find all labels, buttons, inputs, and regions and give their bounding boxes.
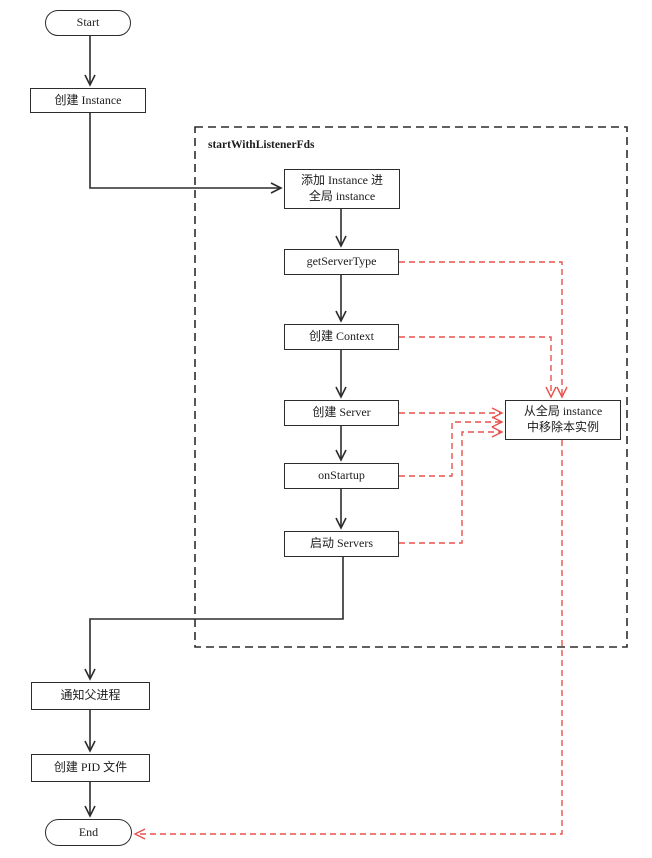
- group-label: startWithListenerFds: [208, 139, 315, 151]
- node-remove-instance-label-line1: 从全局 instance: [523, 404, 603, 419]
- node-remove-instance-label-line2: 中移除本实例: [526, 420, 599, 434]
- node-on-startup-label: onStartup: [318, 468, 365, 483]
- node-start-servers-label: 启动 Servers: [310, 536, 373, 551]
- edge-create-instance-add-instance: [89, 113, 283, 194]
- node-get-server-type: getServerType: [284, 249, 399, 275]
- node-add-instance: 添加 Instance 进 全局 instance: [284, 169, 400, 209]
- edge-start-servers-notify-parent: [84, 557, 344, 681]
- node-create-instance-label: 创建 Instance: [54, 92, 122, 107]
- node-get-server-type-label: getServerType: [306, 254, 377, 269]
- group-boundary: [194, 126, 628, 648]
- node-start: Start: [45, 10, 131, 36]
- node-create-server: 创建 Server: [284, 400, 399, 426]
- edge-on-startup-remove-instance: [399, 416, 504, 477]
- node-create-context: 创建 Context: [284, 324, 399, 350]
- node-remove-instance: 从全局 instance 中移除本实例: [505, 400, 621, 440]
- node-on-startup: onStartup: [284, 463, 399, 489]
- node-create-context-label: 创建 Context: [309, 329, 374, 344]
- node-create-pid: 创建 PID 文件: [31, 754, 150, 782]
- edge-start-servers-remove-instance: [399, 426, 504, 544]
- node-notify-parent: 通知父进程: [31, 682, 150, 710]
- node-notify-parent-label: 通知父进程: [60, 688, 121, 703]
- edge-remove-instance-end: [133, 440, 563, 840]
- edge-get-server-type-remove-instance: [399, 261, 568, 399]
- node-end: End: [45, 819, 132, 846]
- node-create-server-label: 创建 Server: [312, 405, 371, 420]
- node-start-servers: 启动 Servers: [284, 531, 399, 557]
- node-end-label: End: [78, 824, 99, 839]
- node-create-pid-label: 创建 PID 文件: [53, 760, 128, 775]
- edge-create-context-remove-instance: [399, 336, 557, 399]
- node-start-label: Start: [76, 15, 100, 30]
- node-create-instance: 创建 Instance: [30, 88, 146, 113]
- node-add-instance-label-line2: 全局 instance: [308, 189, 376, 203]
- node-add-instance-label-line1: 添加 Instance 进: [301, 173, 383, 188]
